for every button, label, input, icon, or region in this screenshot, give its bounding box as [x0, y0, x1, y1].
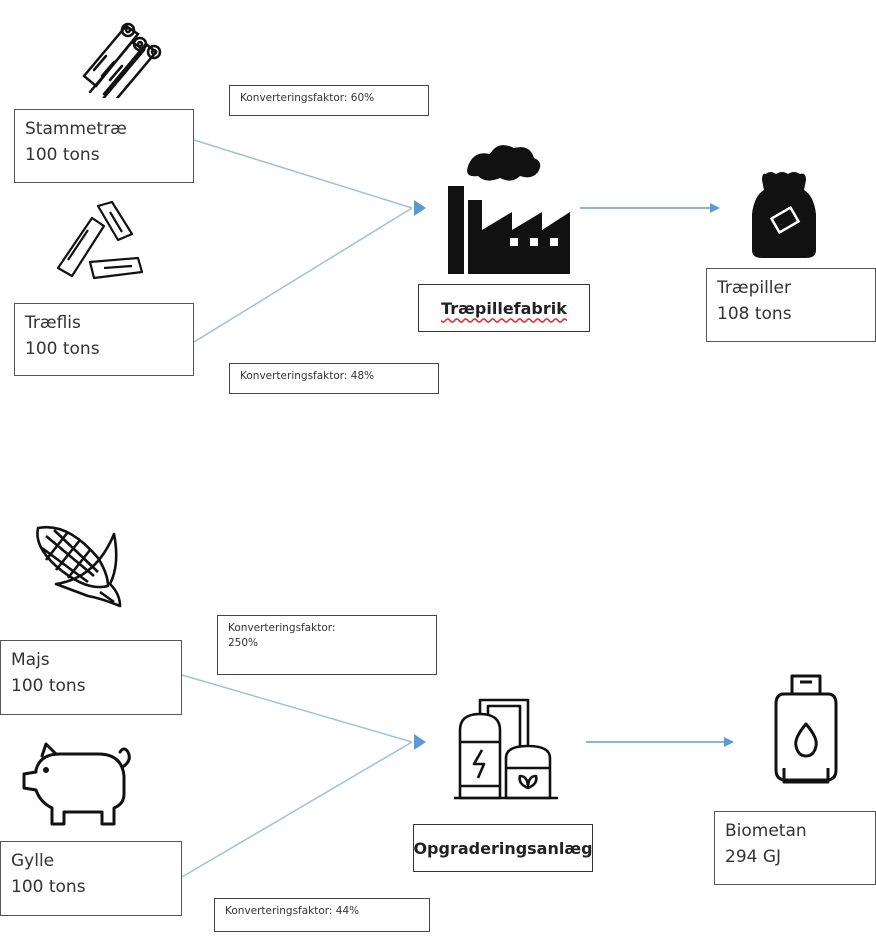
plant-label-opgraderingsanlaeg: Opgraderingsanlæg	[413, 824, 593, 872]
factor-text: Konverteringsfaktor: 60%	[240, 92, 375, 104]
output-quantity: 294 GJ	[725, 847, 782, 867]
input-quantity: 100 tons	[11, 877, 86, 897]
arrowhead-biometan	[724, 737, 734, 747]
input-box-gylle: Gylle 100 tons	[0, 841, 182, 916]
wood-chips-icon	[56, 200, 144, 280]
pellet-bag-icon	[752, 172, 816, 258]
conversion-factor-majs: Konverteringsfaktor: 250%	[217, 615, 437, 675]
plant-name: Træpillefabrik	[441, 298, 567, 318]
input-quantity: 100 tons	[25, 145, 100, 165]
output-name: Biometan	[725, 821, 807, 841]
input-name: Gylle	[11, 851, 55, 871]
factor-value: 250%	[228, 637, 259, 649]
factory-icon	[448, 145, 570, 274]
factor-text: Konverteringsfaktor:	[228, 622, 336, 634]
plant-label-traepillefabrik: Træpillefabrik	[418, 284, 590, 332]
input-box-stammetrae: Stammetræ 100 tons	[14, 109, 194, 183]
factor-text: Konverteringsfaktor: 44%	[225, 905, 360, 917]
connector-majs	[181, 674, 413, 743]
input-box-majs: Majs 100 tons	[0, 640, 182, 715]
conversion-factor-gylle: Konverteringsfaktor: 44%	[214, 898, 430, 932]
factor-text: Konverteringsfaktor: 48%	[240, 370, 375, 382]
output-name: Træpiller	[717, 278, 791, 298]
input-name: Stammetræ	[25, 119, 127, 139]
conversion-factor-traeflis: Konverteringsfaktor: 48%	[229, 363, 439, 394]
input-name: Majs	[11, 650, 50, 670]
connector-traeflis	[193, 207, 413, 343]
input-name: Træflis	[25, 313, 81, 333]
input-box-traeflis: Træflis 100 tons	[14, 303, 194, 376]
output-box-biometan: Biometan 294 GJ	[714, 811, 876, 885]
input-quantity: 100 tons	[11, 676, 86, 696]
output-box-traepiller: Træpiller 108 tons	[706, 268, 876, 342]
conversion-factor-stammetrae: Konverteringsfaktor: 60%	[229, 85, 429, 116]
biogas-plant-icon	[454, 698, 558, 800]
connector-gylle	[181, 741, 413, 878]
output-quantity: 108 tons	[717, 304, 792, 324]
arrowhead-factory-in	[414, 200, 426, 216]
input-quantity: 100 tons	[25, 339, 100, 359]
corn-icon	[36, 525, 122, 608]
gas-cylinder-icon	[774, 674, 838, 784]
log-stack-icon	[82, 22, 162, 98]
arrowhead-plant-in	[414, 734, 426, 750]
plant-name: Opgraderingsanlæg	[413, 838, 593, 858]
connector-stammetrae	[193, 139, 413, 209]
pig-icon	[22, 742, 131, 826]
arrowhead-pellets	[710, 203, 720, 213]
